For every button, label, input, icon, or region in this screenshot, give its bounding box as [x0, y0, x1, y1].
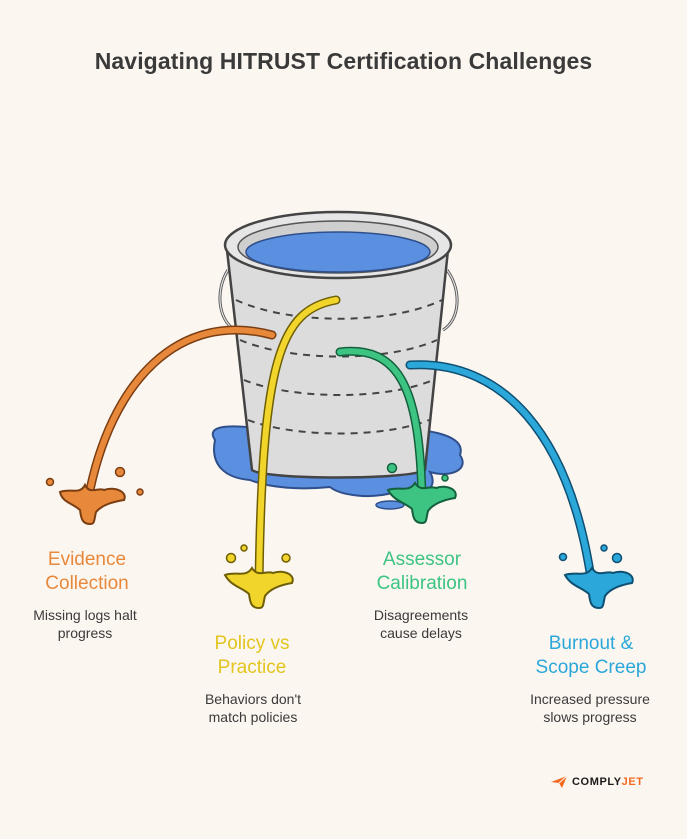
- assessor-calibration-description: Disagreements cause delays: [373, 607, 469, 641]
- burnout-scope-creep-description: Increased pressure slows progress: [530, 691, 650, 725]
- burnout-scope-creep-title: Burnout & Scope Creep: [535, 633, 647, 678]
- complyjet-logo: COMPLYJET: [550, 773, 644, 791]
- puddle-droplet: [375, 500, 405, 510]
- paper-plane-icon: [551, 775, 568, 788]
- logo-text: COMPLYJET: [572, 776, 644, 788]
- assessor-splash: [386, 481, 457, 525]
- policy-splash: [223, 566, 294, 610]
- burnout-splash: [563, 566, 634, 610]
- policy-vs-practice-title: Policy vs Practice: [214, 633, 290, 678]
- evidence-collection-title: Evidence Collection: [45, 549, 129, 594]
- diagram-title: Navigating HITRUST Certification Challen…: [94, 48, 593, 74]
- evidence-splash: [58, 482, 126, 526]
- policy-vs-practice-description: Behaviors don't match policies: [204, 691, 302, 725]
- assessor-calibration-title: Assessor Calibration: [376, 549, 468, 594]
- evidence-collection-description: Missing logs halt progress: [33, 607, 137, 641]
- bucket-water: [245, 231, 431, 273]
